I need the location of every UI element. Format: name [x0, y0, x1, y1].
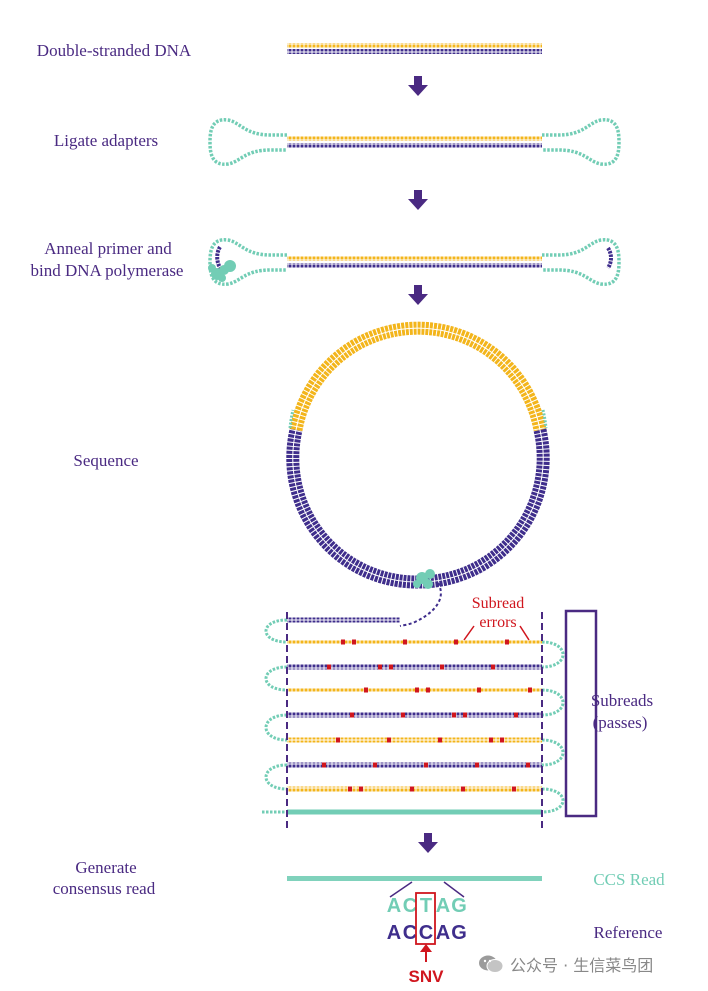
ccs-read-label: CCS Read: [593, 870, 665, 889]
reference-base: A: [387, 922, 401, 944]
label-generate-consensus-line2: consensus read: [53, 879, 156, 898]
ligated-construct: [208, 118, 621, 166]
ccs-read-strand: [287, 876, 542, 881]
label-generate-consensus-line1: Generate: [75, 858, 136, 877]
reference-base: C: [403, 922, 417, 944]
snv-highlight-box: [415, 892, 436, 945]
adapter-hairpin: [541, 688, 565, 717]
subread-pass: [287, 762, 542, 768]
polymerase-icon: [208, 260, 236, 282]
adapter-hairpin: [541, 787, 565, 814]
subread-pass: [287, 687, 542, 693]
down-arrow-icon: [408, 76, 428, 96]
ccs-base: T: [420, 895, 432, 917]
adapter-hairpin: [264, 763, 288, 791]
label-double-stranded-dna: Double-stranded DNA: [37, 41, 192, 60]
adapter-hairpin: [541, 640, 565, 669]
snv-arrow: [420, 944, 432, 962]
subread-pass: [287, 786, 542, 792]
snv-label: SNV: [409, 967, 445, 986]
label-anneal-primer-line2: bind DNA polymerase: [31, 261, 184, 280]
process-arrows: [408, 76, 438, 853]
subread-pass: [287, 809, 542, 815]
reference-base: A: [436, 922, 450, 944]
ccs-base: A: [436, 895, 450, 917]
subreads-label-line1: Subreads: [591, 691, 653, 710]
subreads-bracket: [564, 609, 598, 818]
subread-pass: [287, 617, 400, 623]
label-sequence: Sequence: [73, 451, 138, 470]
polymerase-icon: [413, 569, 435, 589]
subread-pass: [287, 737, 542, 743]
subread-pass: [287, 712, 542, 718]
down-arrow-icon: [408, 285, 428, 305]
watermark: 公众号 · 生信菜鸟团: [478, 950, 653, 978]
reference-base: C: [419, 922, 433, 944]
wechat-icon: [479, 955, 504, 973]
double-stranded-dna: [287, 43, 542, 54]
adapter-hairpin: [264, 665, 288, 692]
subread-errors-label-line2: errors: [479, 614, 516, 631]
subread-errors-pointer-left: [463, 625, 475, 641]
smrtbell-circle: [286, 321, 550, 627]
down-arrow-icon: [418, 833, 438, 853]
ccs-base: C: [403, 895, 417, 917]
down-arrow-icon: [408, 190, 428, 210]
primed-construct: [208, 238, 621, 286]
label-anneal-primer-line1: Anneal primer and: [44, 239, 172, 258]
ccs-base: G: [451, 895, 467, 917]
subread-errors-label-line1: Subread: [472, 595, 524, 612]
subread-pass: [287, 664, 542, 670]
subread-pass: [287, 639, 542, 645]
watermark-text: 公众号 · 生信菜鸟团: [510, 956, 654, 975]
ccs-zoom-line-right: [443, 881, 465, 898]
ccs-zoom-line-left: [389, 881, 413, 898]
adapter-hairpin: [541, 738, 565, 767]
subreads-label-line2: (passes): [593, 713, 648, 732]
ccs-base: A: [387, 895, 401, 917]
subreads-block: [262, 612, 565, 828]
reference-base: G: [451, 922, 467, 944]
reference-label: Reference: [594, 923, 663, 942]
adapter-hairpin: [264, 713, 288, 742]
adapter-hairpin: [264, 618, 288, 644]
subread-errors-pointer-right: [519, 625, 530, 641]
label-ligate-adapters: Ligate adapters: [54, 131, 158, 150]
